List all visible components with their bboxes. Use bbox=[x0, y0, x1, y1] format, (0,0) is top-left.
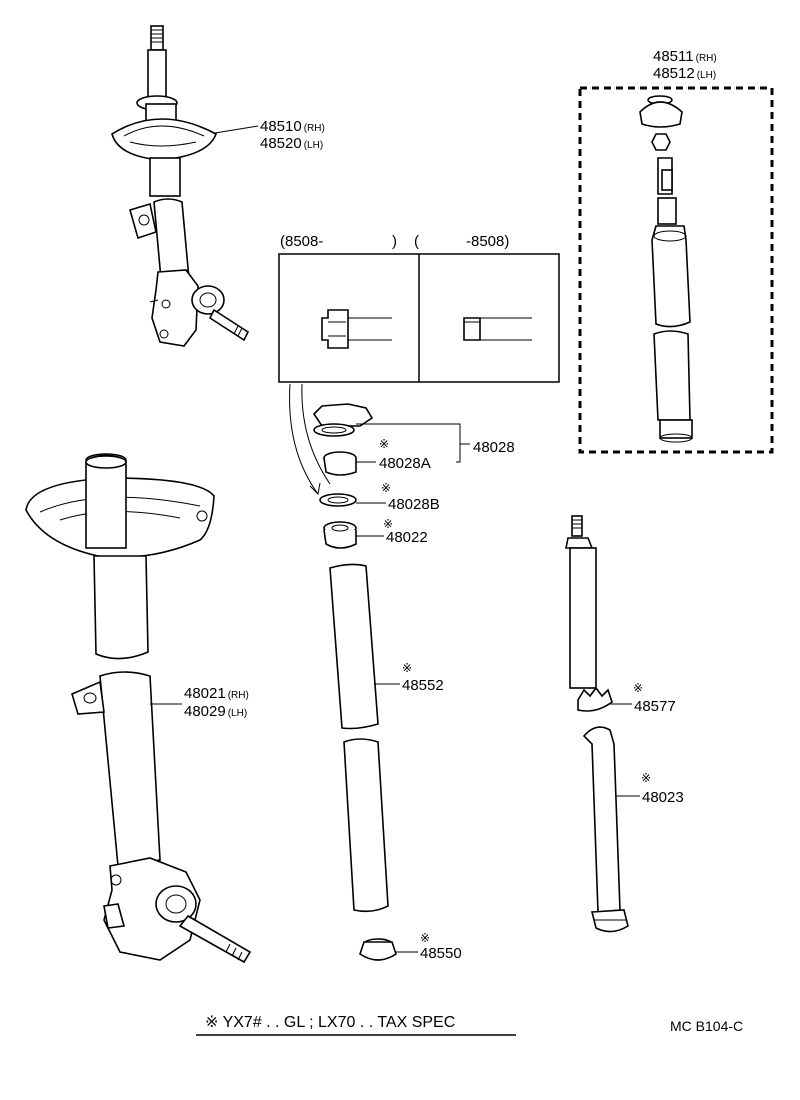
star-mark-48028B: ※ bbox=[381, 481, 391, 495]
part-48510-label: 48510(RH) bbox=[260, 118, 325, 135]
part-48550-label: 48550 bbox=[420, 945, 462, 962]
part-48520-label: 48520(LH) bbox=[260, 135, 323, 152]
part-48511-label: 48511(RH) bbox=[653, 48, 717, 65]
star-mark-48023: ※ bbox=[641, 771, 651, 785]
shock-absorber-illustration bbox=[565, 515, 629, 933]
star-mark-48552: ※ bbox=[402, 661, 412, 675]
strut-kit-illustration bbox=[639, 95, 693, 443]
diagram-code: MC B104-C bbox=[670, 1018, 743, 1034]
star-mark-48022: ※ bbox=[383, 517, 393, 531]
strut-housing-illustration bbox=[25, 453, 252, 964]
strut-kit-dashed-box bbox=[578, 86, 774, 454]
part-48028-label: 48028 bbox=[473, 439, 515, 456]
part-48028B-label: 48028B bbox=[388, 496, 440, 513]
support-parts-illustration bbox=[312, 403, 397, 961]
part-48029-label: 48029(LH) bbox=[184, 703, 247, 720]
part-48577-label: 48577 bbox=[634, 698, 676, 715]
part-48512-label: 48512(LH) bbox=[653, 65, 716, 82]
star-mark-48577: ※ bbox=[633, 681, 643, 695]
part-48552-label: 48552 bbox=[402, 677, 444, 694]
part-48028A-label: 48028A bbox=[379, 455, 431, 472]
star-mark-48028A: ※ bbox=[379, 437, 389, 451]
detail-box bbox=[278, 253, 560, 496]
detail-header-old: (-8508) bbox=[414, 233, 509, 250]
part-48021-label: 48021(RH) bbox=[184, 685, 249, 702]
part-48022-label: 48022 bbox=[386, 529, 428, 546]
star-mark-48550: ※ bbox=[420, 931, 430, 945]
part-48023-label: 48023 bbox=[642, 789, 684, 806]
applicability-footnote: ※ YX7# . . GL ; LX70 . . TAX SPEC bbox=[205, 1014, 455, 1031]
detail-header-new: (8508-) bbox=[280, 233, 397, 250]
strut-assembly-top-illustration bbox=[111, 25, 250, 347]
